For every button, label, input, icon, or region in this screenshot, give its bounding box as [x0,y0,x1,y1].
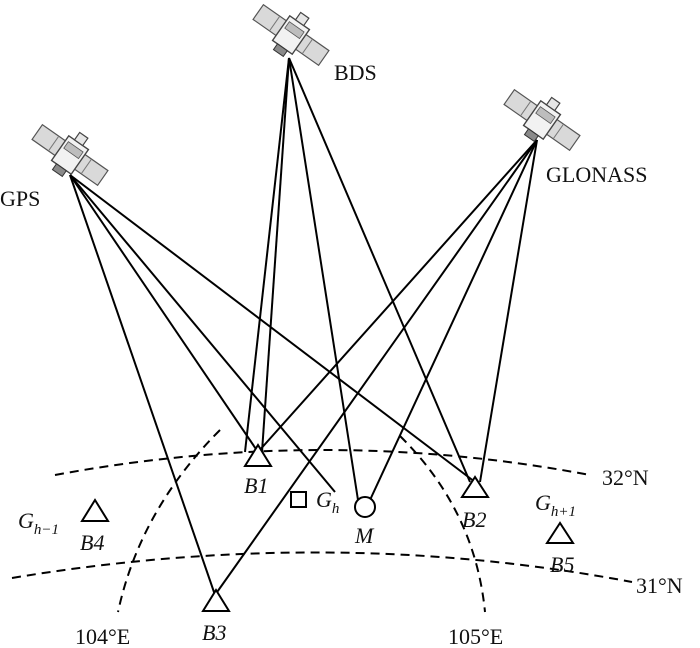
station-b2-marker [460,475,490,498]
latitude-32-label: 32°N [602,465,649,490]
signal-glonass-b3 [214,139,538,596]
grid-curr-label: Gh [316,487,339,517]
monitor-station-marker [354,496,376,518]
station-b3-marker [201,588,231,612]
glonass-label: GLONASS [546,162,647,187]
glonass-satellite-icon [495,76,590,162]
signal-bds-b2 [288,57,471,483]
signal-bds-m [288,57,359,501]
longitude-104-line [117,429,221,613]
signal-gps-m [69,174,336,493]
gps-label: GPS [0,186,40,211]
station-b5-label: B5 [550,552,574,577]
latitude-31-label: 31°N [636,573,683,598]
station-b2-label: B2 [462,507,486,532]
longitude-104-label: 104°E [75,624,130,648]
grid-point-marker [290,491,307,508]
grid-prev-label: Gh−1 [18,508,59,538]
station-b4-marker [80,498,110,522]
signal-glonass-b2 [479,139,538,483]
latitude-31-line [11,551,633,583]
signal-glonass-b1 [257,139,538,453]
station-b3-label: B3 [202,620,226,645]
monitor-label: M [354,523,375,548]
grid-next-label: Gh+1 [535,490,576,520]
signal-gps-b3 [69,174,216,596]
signal-bds-b1a [244,57,290,453]
signal-lines [69,57,538,596]
latitude-32-line [54,449,591,476]
gps-satellite-icon [23,111,118,197]
signal-bds-b1b [261,57,290,453]
longitude-105-label: 105°E [448,624,503,648]
station-b4-label: B4 [80,530,104,555]
station-b1-label: B1 [244,473,268,498]
bds-label: BDS [334,60,377,85]
signal-gps-b1 [69,174,259,453]
signal-glonass-m [369,139,538,501]
station-b5-marker [545,521,575,544]
station-b1-marker [243,443,273,467]
signal-gps-b2 [69,174,476,483]
